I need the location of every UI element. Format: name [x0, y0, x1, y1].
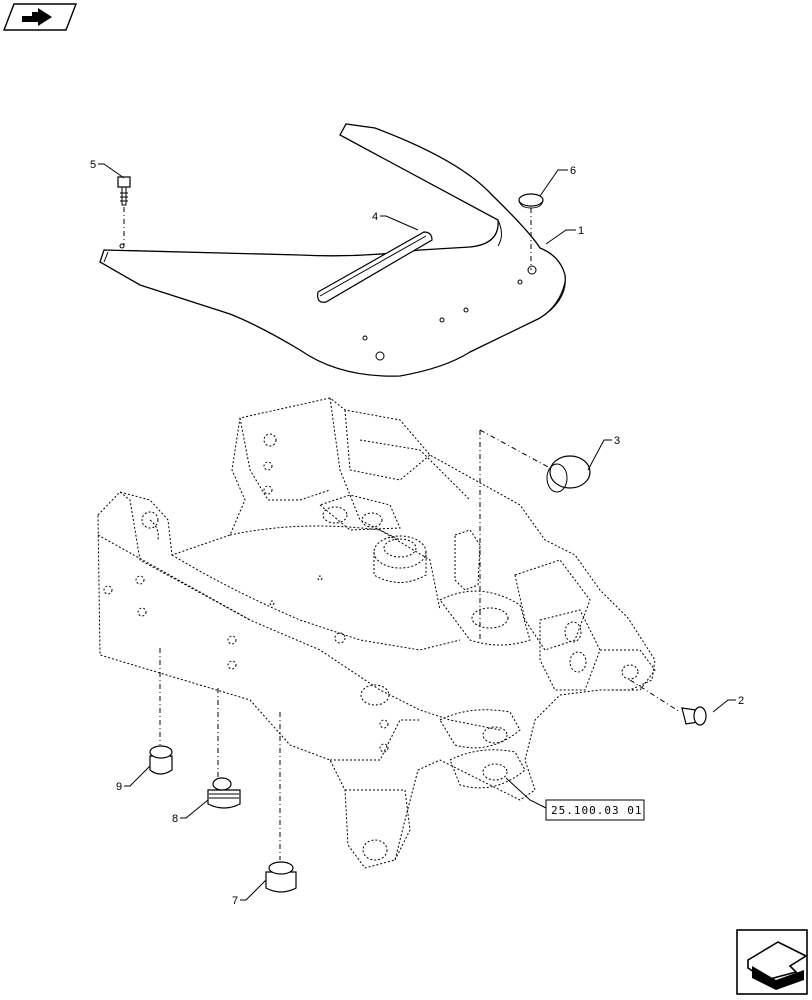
callout-2: 2 — [738, 695, 744, 707]
callout-3: 3 — [614, 435, 620, 447]
bolt — [117, 176, 131, 245]
callout-9: 9 — [116, 781, 122, 793]
bottom-plugs — [149, 648, 297, 893]
next-page-arrow-icon[interactable] — [736, 929, 808, 995]
callout-6: 6 — [570, 165, 576, 177]
callout-1: 1 — [578, 225, 584, 237]
guide-rod — [317, 231, 433, 303]
side-plug — [629, 679, 707, 726]
reference-link[interactable]: 25.100.03 01 — [545, 799, 645, 821]
leader-lines — [98, 163, 736, 901]
callout-4: 4 — [372, 211, 378, 223]
callout-5: 5 — [90, 159, 96, 171]
callout-7: 7 — [232, 895, 238, 907]
previous-page-arrow-icon[interactable] — [2, 3, 78, 31]
front-frame — [97, 397, 656, 869]
callout-8: 8 — [172, 813, 178, 825]
end-cap — [479, 429, 591, 640]
cover-plate — [99, 123, 566, 377]
round-plug — [518, 193, 544, 270]
reference-label: 25.100.03 01 — [551, 804, 642, 817]
